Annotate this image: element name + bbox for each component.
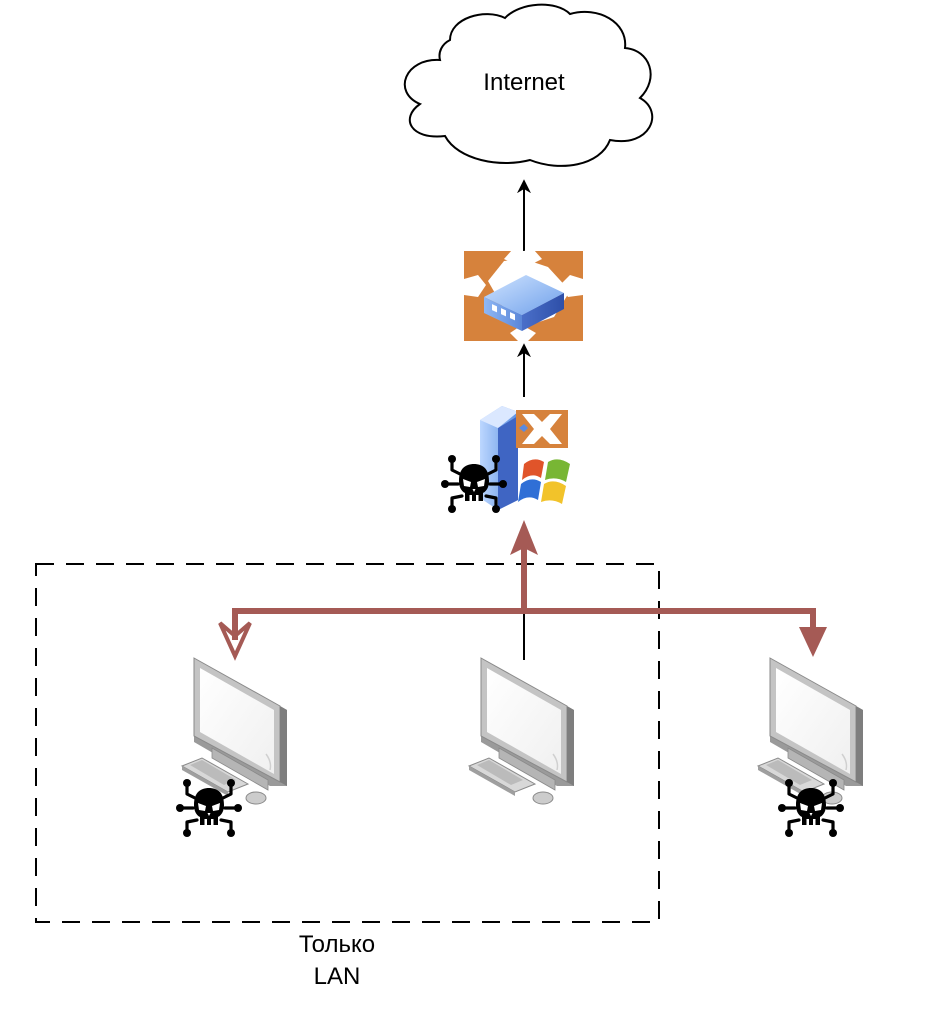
internet-cloud[interactable]: Internet <box>403 3 654 167</box>
compromised-skull-icon-left <box>174 777 244 839</box>
attack-bus <box>232 608 816 640</box>
lan-zone-label-line1: Только <box>299 931 375 958</box>
workstation-icon-center[interactable] <box>468 657 575 805</box>
internet-label: Internet <box>483 69 565 96</box>
arrow-to-pc-right <box>799 627 827 657</box>
lan-zone <box>35 563 660 923</box>
compromised-skull-icon-server <box>439 453 509 515</box>
arrow-to-pc-left <box>218 621 252 661</box>
workstation-icon-right[interactable] <box>757 657 864 805</box>
edge-attack-to-server <box>510 520 538 611</box>
router-icon[interactable] <box>464 250 583 341</box>
lan-zone-label-line2: LAN <box>314 963 361 990</box>
